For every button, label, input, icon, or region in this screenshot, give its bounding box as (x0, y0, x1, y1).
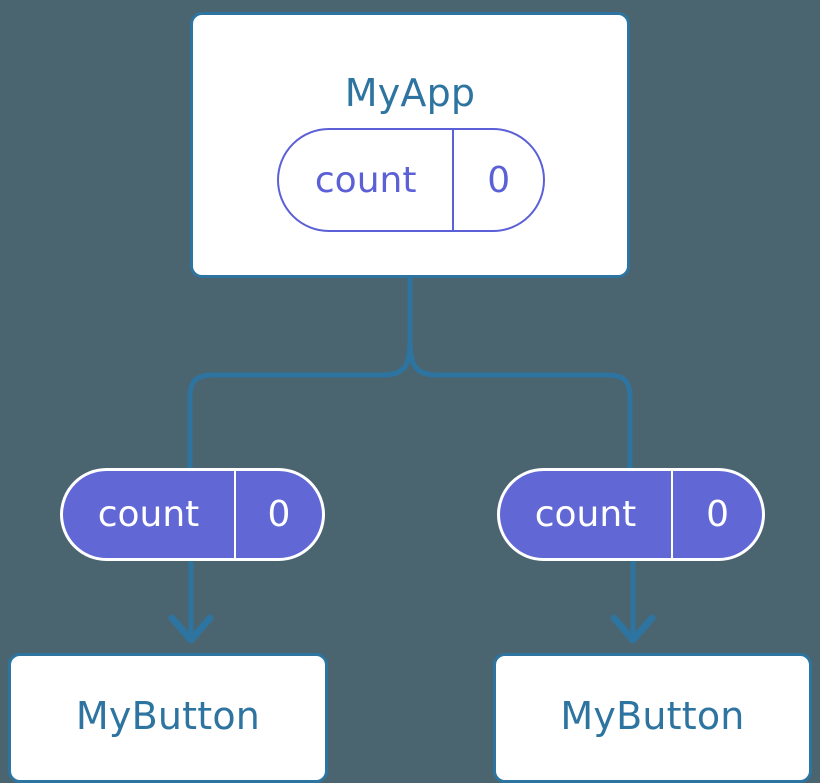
component-box-mybutton-right[interactable]: MyButton (493, 653, 812, 783)
props-arrow-right-head (610, 614, 656, 644)
component-label-mybutton-left: MyButton (75, 694, 261, 738)
state-pill-root-value: 0 (487, 159, 511, 201)
branch-left-wire (187, 337, 413, 483)
branch-right-wire (407, 337, 633, 483)
props-arrow-left-head (168, 614, 214, 644)
component-label-mybutton-right: MyButton (560, 694, 745, 738)
state-pill-root-key: count (279, 130, 455, 230)
props-pill-left[interactable]: count 0 (60, 468, 325, 561)
state-pill-root[interactable]: count 0 (277, 128, 545, 232)
props-pill-right[interactable]: count 0 (497, 468, 765, 561)
component-box-mybutton-left[interactable]: MyButton (8, 653, 328, 783)
props-pill-right-value: 0 (706, 494, 729, 535)
component-label-myapp: MyApp (344, 71, 476, 115)
props-pill-right-key: count (500, 471, 674, 558)
props-pill-left-key: count (63, 471, 236, 558)
props-pill-left-value: 0 (267, 494, 291, 535)
